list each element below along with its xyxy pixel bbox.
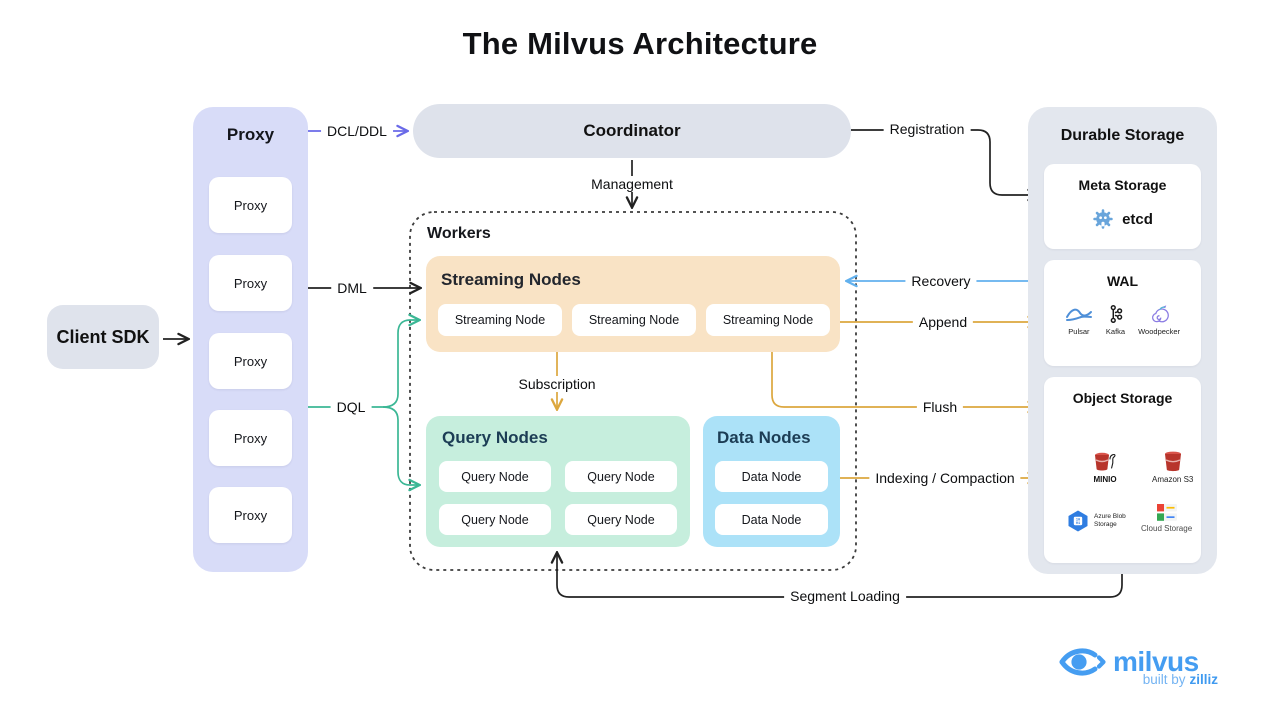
diagram-title: The Milvus Architecture	[462, 26, 818, 61]
zilliz-wordmark: zilliz	[1189, 672, 1218, 687]
etcd-label: etcd	[1122, 210, 1153, 228]
object-storage-card: Object Storage MINIO Amazon S3	[1044, 377, 1201, 563]
streaming-nodes-panel: Streaming Nodes Streaming Node Streaming…	[426, 256, 840, 352]
svg-text:01: 01	[1076, 522, 1080, 526]
edge-label-subscription: Subscription	[512, 376, 602, 392]
kafka-logo: Kafka	[1106, 304, 1125, 336]
wal-logo-row: Pulsar Kafka	[1044, 304, 1201, 336]
query-nodes-panel: Query Nodes Query Node Query Node Query …	[426, 416, 690, 547]
query-node: Query Node	[565, 504, 677, 535]
woodpecker-label: Woodpecker	[1138, 327, 1181, 336]
kafka-icon	[1110, 305, 1122, 323]
edge-label-recovery: Recovery	[905, 273, 977, 289]
proxy-node: Proxy	[209, 333, 292, 389]
data-node: Data Node	[715, 461, 828, 492]
query-node: Query Node	[439, 504, 551, 535]
proxy-node: Proxy	[209, 410, 292, 466]
pulsar-icon	[1065, 308, 1092, 321]
client-sdk-box: Client SDK	[47, 305, 159, 369]
durable-storage-panel: Durable Storage Meta Storage	[1028, 107, 1217, 574]
wal-title: WAL	[1106, 273, 1139, 289]
milvus-wordmark: milvus	[1113, 646, 1199, 677]
proxy-panel-title: Proxy	[226, 125, 275, 144]
azure-blob-storage-logo: 10 01 Azure Blob Storage	[1066, 509, 1130, 533]
wal-card: WAL Pulsar	[1044, 260, 1201, 366]
edge-label-dcl-ddl: DCL/DDL	[321, 123, 393, 139]
data-nodes-panel: Data Nodes Data Node Data Node	[703, 416, 840, 547]
edge-label-flush: Flush	[916, 399, 964, 415]
etcd-logo-row: etcd	[1044, 208, 1201, 230]
built-by-text: built by	[1142, 672, 1186, 687]
edge-label-management: Management	[585, 176, 679, 192]
amazon-s3-label: Amazon S3	[1152, 475, 1194, 484]
minio-logo: MINIO	[1092, 449, 1118, 484]
edge-label-segment-loading: Segment Loading	[784, 588, 906, 604]
proxy-node: Proxy	[209, 177, 292, 233]
amazon-s3-logo: Amazon S3	[1152, 449, 1193, 484]
kafka-label: Kafka	[1105, 327, 1126, 336]
azure-blob-storage-icon: 10 01	[1068, 510, 1088, 532]
query-node: Query Node	[439, 461, 551, 492]
pulsar-label: Pulsar	[1068, 327, 1090, 336]
coordinator-box: Coordinator	[413, 104, 851, 158]
milvus-logo: milvus	[1058, 643, 1199, 681]
amazon-s3-icon	[1164, 451, 1181, 472]
edge-flush	[771, 352, 1038, 407]
woodpecker-logo: Woodpecker	[1138, 304, 1180, 336]
etcd-icon	[1093, 209, 1113, 229]
edge-label-append: Append	[912, 314, 974, 330]
edge-dql-to-query	[382, 406, 419, 485]
query-node: Query Node	[565, 461, 677, 492]
svg-text:10: 10	[1076, 518, 1080, 522]
edge-label-registration: Registration	[883, 121, 971, 137]
streaming-node: Streaming Node	[706, 304, 830, 336]
streaming-node: Streaming Node	[572, 304, 696, 336]
cloud-storage-logo: Cloud Storage	[1141, 503, 1192, 533]
minio-label: MINIO	[1093, 475, 1117, 484]
workers-title: Workers	[427, 225, 491, 242]
streaming-nodes-title: Streaming Nodes	[441, 270, 581, 289]
milvus-eye-icon	[1059, 648, 1106, 676]
object-storage-title: Object Storage	[1072, 390, 1173, 406]
edge-label-dml: DML	[331, 280, 373, 296]
cloud-storage-icon	[1156, 504, 1177, 521]
proxy-panel: Proxy Proxy Proxy Proxy Proxy Proxy	[193, 107, 308, 572]
edge-dql-to-streaming	[382, 320, 419, 408]
edge-registration	[851, 129, 1038, 195]
durable-storage-title: Durable Storage	[1060, 127, 1185, 144]
data-node: Data Node	[715, 504, 828, 535]
minio-icon	[1095, 452, 1116, 471]
meta-storage-card: Meta Storage	[1044, 164, 1201, 249]
client-sdk-label: Client SDK	[56, 326, 150, 347]
woodpecker-icon	[1152, 305, 1169, 323]
pulsar-logo: Pulsar	[1065, 304, 1093, 336]
workers-dashed-border	[409, 211, 857, 571]
edge-label-indexing-compaction: Indexing / Compaction	[869, 470, 1021, 486]
data-nodes-title: Data Nodes	[717, 428, 811, 447]
proxy-node: Proxy	[209, 487, 292, 543]
meta-storage-title: Meta Storage	[1078, 177, 1167, 193]
edge-label-dql: DQL	[330, 399, 372, 415]
azure-blob-storage-label: Azure Blob Storage	[1094, 512, 1126, 528]
coordinator-label: Coordinator	[583, 121, 681, 140]
streaming-node: Streaming Node	[438, 304, 562, 336]
cloud-storage-label: Cloud Storage	[1141, 524, 1193, 533]
proxy-node: Proxy	[209, 255, 292, 311]
query-nodes-title: Query Nodes	[442, 428, 548, 447]
